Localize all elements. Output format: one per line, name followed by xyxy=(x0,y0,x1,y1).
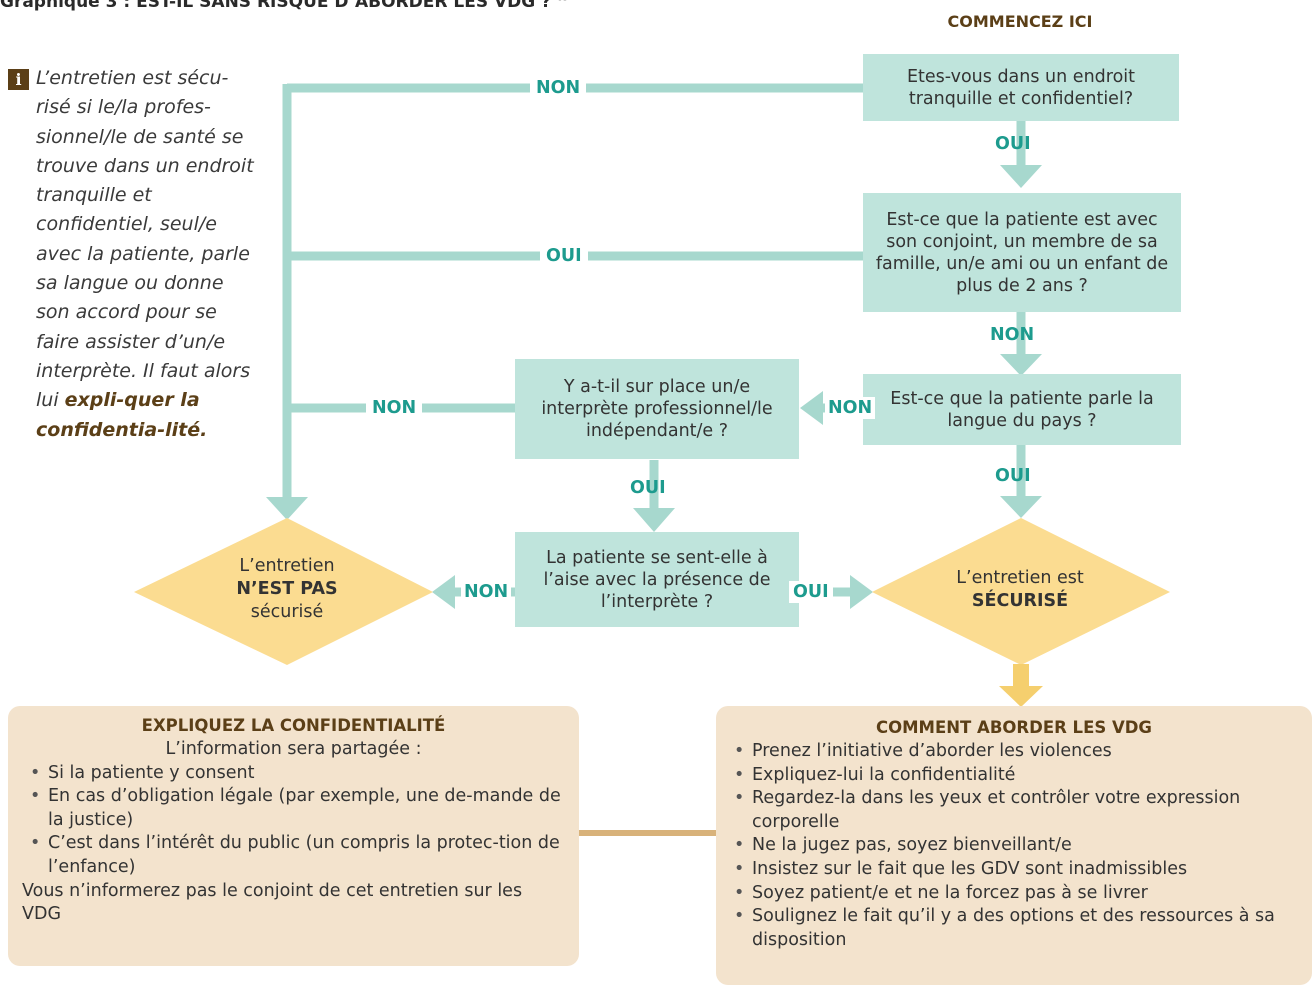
label-q4-no: NON xyxy=(366,397,423,419)
arrow-down-q2 xyxy=(1000,165,1042,188)
label-q1-yes: OUI xyxy=(995,134,1031,154)
side-note-text: L’entretien est sécu-risé si le/la profe… xyxy=(36,67,254,412)
arrow-left-notsafe xyxy=(432,575,455,609)
list-item: Regardez-la dans les yeux et contrôler v… xyxy=(726,787,1302,834)
safe-diamond xyxy=(872,518,1170,665)
safe-line1: L’entretien est xyxy=(956,568,1084,588)
arrow-down-q5 xyxy=(633,508,675,532)
arrow-shaft-approach xyxy=(1013,664,1029,688)
list-item: Insistez sur le fait que les GDV sont in… xyxy=(726,858,1302,882)
question-interpreter: Y a-t-il sur place un/e interprète profe… xyxy=(515,359,799,459)
label-q5-yes: OUI xyxy=(789,581,833,603)
question-accompanied-text: Est-ce que la patiente est avec son conj… xyxy=(875,209,1169,296)
list-item: Expliquez-lui la confidentialité xyxy=(726,764,1302,788)
start-label: COMMENCEZ ICI xyxy=(947,12,1093,31)
approach-panel: COMMENT ABORDER LES VDG Prenez l’initiat… xyxy=(716,706,1312,985)
label-q2-no: NON xyxy=(990,325,1035,345)
list-item: En cas d’obligation légale (par exemple,… xyxy=(22,785,565,832)
confidentiality-intro: L’information sera partagée : xyxy=(165,739,422,759)
not-safe-line1: L’entretien xyxy=(239,556,335,576)
question-language-text: Est-ce que la patiente parle la langue d… xyxy=(890,388,1154,431)
list-item: Ne la jugez pas, soyez bienveillant/e xyxy=(726,834,1302,858)
confidentiality-list: Si la patiente y consent En cas d’obliga… xyxy=(22,762,565,880)
confidentiality-heading: EXPLIQUEZ LA CONFIDENTIALITÉ xyxy=(141,716,446,735)
arrow-down-notsafe xyxy=(266,497,308,520)
arrow-down-safe xyxy=(1000,496,1042,518)
not-safe-diamond xyxy=(134,518,433,665)
info-icon: i xyxy=(8,69,29,90)
title-text: Graphique 3 : EST-IL SANS RISQUE D’ABORD… xyxy=(0,0,551,12)
label-q5-no: NON xyxy=(461,581,512,603)
not-safe-line3: sécurisé xyxy=(250,602,324,622)
confidentiality-panel: EXPLIQUEZ LA CONFIDENTIALITÉ L’informati… xyxy=(8,706,579,966)
side-note-emphasis: expli-quer la confidentia-lité. xyxy=(36,389,208,441)
label-q4-yes: OUI xyxy=(630,478,666,498)
question-accompanied: Est-ce que la patiente est avec son conj… xyxy=(863,193,1181,312)
list-item: Prenez l’initiative d’aborder les violen… xyxy=(726,740,1302,764)
question-comfort-text: La patiente se sent-elle à l’aise avec l… xyxy=(543,547,771,612)
list-item: Si la patiente y consent xyxy=(22,762,565,786)
label-q2-yes: OUI xyxy=(540,245,588,267)
not-safe-line2: N’EST PAS xyxy=(236,579,338,599)
list-item: Soyez patient/e et ne la forcez pas à se… xyxy=(726,882,1302,906)
label-q1-no: NON xyxy=(530,77,587,99)
question-quiet-place: Etes-vous dans un endroit tranquille et … xyxy=(863,54,1179,121)
diagram-title: Graphique 3 : EST-IL SANS RISQUE D’ABORD… xyxy=(0,0,568,12)
question-language: Est-ce que la patiente parle la langue d… xyxy=(863,374,1181,445)
label-q3-no: NON xyxy=(825,397,876,419)
approach-list: Prenez l’initiative d’aborder les violen… xyxy=(726,740,1302,952)
approach-heading: COMMENT ABORDER LES VDG xyxy=(876,718,1152,737)
side-note: L’entretien est sécu-risé si le/la profe… xyxy=(36,64,260,445)
title-reference: 69 xyxy=(557,0,568,3)
arrow-down-q3 xyxy=(1000,354,1042,376)
arrow-right-safe xyxy=(850,575,873,609)
outcome-not-safe: L’entretien N’EST PAS sécurisé xyxy=(200,555,374,624)
confidentiality-footer: Vous n’informerez pas le conjoint de cet… xyxy=(22,880,523,925)
question-comfort: La patiente se sent-elle à l’aise avec l… xyxy=(515,532,799,627)
safe-line2: SÉCURISÉ xyxy=(971,591,1069,611)
question-quiet-place-text: Etes-vous dans un endroit tranquille et … xyxy=(906,66,1136,109)
outcome-safe: L’entretien est SÉCURISÉ xyxy=(930,567,1110,613)
question-interpreter-text: Y a-t-il sur place un/e interprète profe… xyxy=(541,377,773,441)
label-q3-yes: OUI xyxy=(995,466,1031,486)
arrow-left-q4 xyxy=(800,391,823,425)
list-item: Soulignez le fait qu’il y a des options … xyxy=(726,905,1302,952)
arrow-down-approach xyxy=(999,686,1043,707)
list-item: C’est dans l’intérêt du public (un compr… xyxy=(22,832,565,879)
